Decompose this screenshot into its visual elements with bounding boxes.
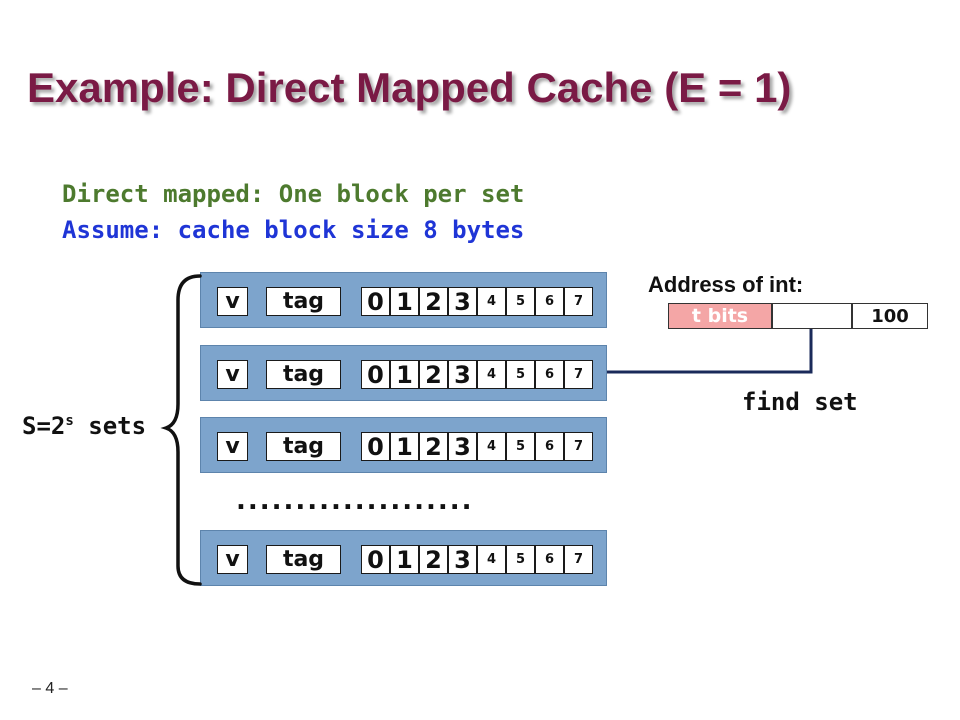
- byte-cell-3: 3: [448, 432, 477, 461]
- byte-cell-6: 6: [535, 287, 564, 316]
- sets-prefix: S=2: [22, 412, 66, 440]
- byte-cell-2: 2: [419, 432, 448, 461]
- byte-cell-2: 2: [419, 545, 448, 574]
- byte-cell-5: 5: [506, 432, 535, 461]
- valid-bit-cell: v: [217, 545, 248, 574]
- byte-cell-3: 3: [448, 360, 477, 389]
- byte-cell-0: 0: [361, 545, 390, 574]
- byte-cell-0: 0: [361, 360, 390, 389]
- sets-suffix: sets: [73, 412, 147, 440]
- byte-cell-3: 3: [448, 545, 477, 574]
- page-number: – 4 –: [32, 680, 68, 697]
- byte-cell-1: 1: [390, 287, 419, 316]
- ellipsis-more-sets: ....................: [236, 486, 474, 516]
- byte-cell-6: 6: [535, 432, 564, 461]
- byte-cell-4: 4: [477, 545, 506, 574]
- byte-cell-5: 5: [506, 545, 535, 574]
- byte-cell-0: 0: [361, 432, 390, 461]
- byte-cell-6: 6: [535, 545, 564, 574]
- byte-cell-7: 7: [564, 432, 593, 461]
- valid-bit-cell: v: [217, 360, 248, 389]
- sets-brace: [160, 274, 202, 586]
- page-title: Example: Direct Mapped Cache (E = 1): [27, 64, 792, 111]
- byte-cell-2: 2: [419, 287, 448, 316]
- byte-cell-7: 7: [564, 287, 593, 316]
- byte-cell-3: 3: [448, 287, 477, 316]
- byte-cell-7: 7: [564, 545, 593, 574]
- subtitle-block-size: Assume: cache block size 8 bytes: [62, 216, 525, 244]
- address-tag-bits: t bits: [668, 303, 772, 329]
- byte-cell-5: 5: [506, 360, 535, 389]
- byte-cell-2: 2: [419, 360, 448, 389]
- address-set-bits: [772, 303, 852, 329]
- find-set-connector: [607, 329, 813, 374]
- byte-cell-1: 1: [390, 360, 419, 389]
- sets-exponent: s: [65, 413, 74, 429]
- byte-cell-5: 5: [506, 287, 535, 316]
- sets-count-label: S=2s sets: [22, 412, 146, 440]
- byte-cell-1: 1: [390, 545, 419, 574]
- find-set-label: find set: [742, 388, 858, 416]
- tag-cell: tag: [266, 360, 341, 389]
- tag-cell: tag: [266, 432, 341, 461]
- byte-cell-0: 0: [361, 287, 390, 316]
- byte-cell-6: 6: [535, 360, 564, 389]
- subtitle-direct-mapped: Direct mapped: One block per set: [62, 180, 525, 208]
- byte-cell-4: 4: [477, 360, 506, 389]
- valid-bit-cell: v: [217, 287, 248, 316]
- byte-cell-4: 4: [477, 432, 506, 461]
- address-label: Address of int:: [648, 272, 804, 297]
- valid-bit-cell: v: [217, 432, 248, 461]
- tag-cell: tag: [266, 287, 341, 316]
- byte-cell-7: 7: [564, 360, 593, 389]
- tag-cell: tag: [266, 545, 341, 574]
- byte-cell-4: 4: [477, 287, 506, 316]
- byte-cell-1: 1: [390, 432, 419, 461]
- address-block-offset: 100: [852, 303, 928, 329]
